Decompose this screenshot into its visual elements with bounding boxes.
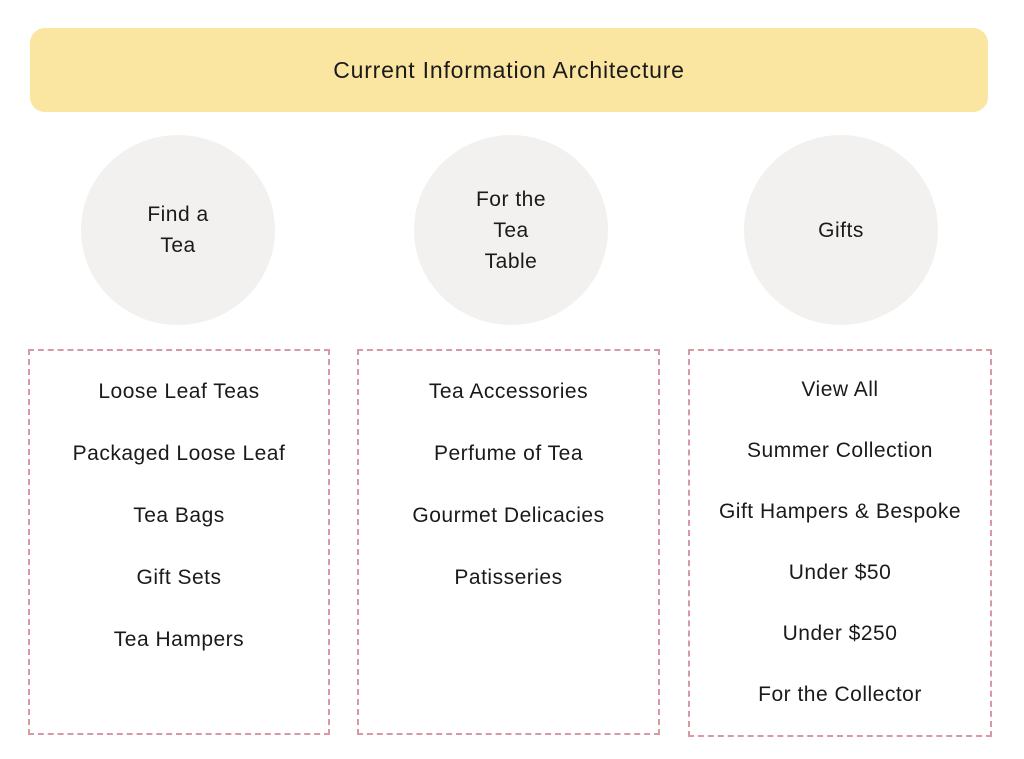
subcategory-box-for-the-tea-table: Tea Accessories Perfume of Tea Gourmet D… bbox=[357, 349, 660, 735]
title-banner: Current Information Architecture bbox=[30, 28, 988, 112]
subcategory-item: Loose Leaf Teas bbox=[98, 380, 260, 403]
circle-label-line: Find a bbox=[147, 203, 209, 226]
subcategory-item: Summer Collection bbox=[747, 438, 933, 462]
circle-label-line: Gifts bbox=[818, 218, 864, 242]
subcategory-item: Perfume of Tea bbox=[433, 442, 584, 465]
subcategory-item: Tea Bags bbox=[133, 504, 225, 527]
subcategory-box-find-a-tea: Loose Leaf Teas Packaged Loose Leaf Tea … bbox=[28, 349, 330, 735]
subcategory-item: For the Collector bbox=[758, 682, 922, 706]
subcategory-item: Packaged Loose Leaf bbox=[72, 442, 286, 465]
subcategory-item: Under $250 bbox=[782, 621, 898, 645]
circle-label-line: Tea bbox=[493, 218, 529, 242]
category-circle-for-the-tea-table: For the Tea Table bbox=[414, 135, 608, 325]
category-circle-gifts: Gifts bbox=[744, 135, 938, 325]
circle-label-line: For the bbox=[475, 187, 547, 211]
circle-label-line: Table bbox=[484, 249, 538, 273]
subcategory-item: View All bbox=[801, 377, 879, 401]
circle-label-line: Tea bbox=[160, 234, 196, 257]
subcategory-item: Gift Sets bbox=[136, 566, 222, 589]
subcategory-item: Gourmet Delicacies bbox=[412, 504, 605, 527]
subcategory-box-gifts: View All Summer Collection Gift Hampers … bbox=[688, 349, 992, 737]
subcategory-item: Under $50 bbox=[788, 560, 892, 584]
category-circle-find-a-tea: Find a Tea bbox=[81, 135, 275, 325]
page-title: Current Information Architecture bbox=[333, 56, 685, 83]
subcategory-item: Tea Hampers bbox=[113, 628, 245, 651]
subcategory-item: Tea Accessories bbox=[428, 380, 589, 403]
subcategory-item: Patisseries bbox=[454, 566, 563, 589]
subcategory-item: Gift Hampers & Bespoke bbox=[718, 499, 962, 523]
